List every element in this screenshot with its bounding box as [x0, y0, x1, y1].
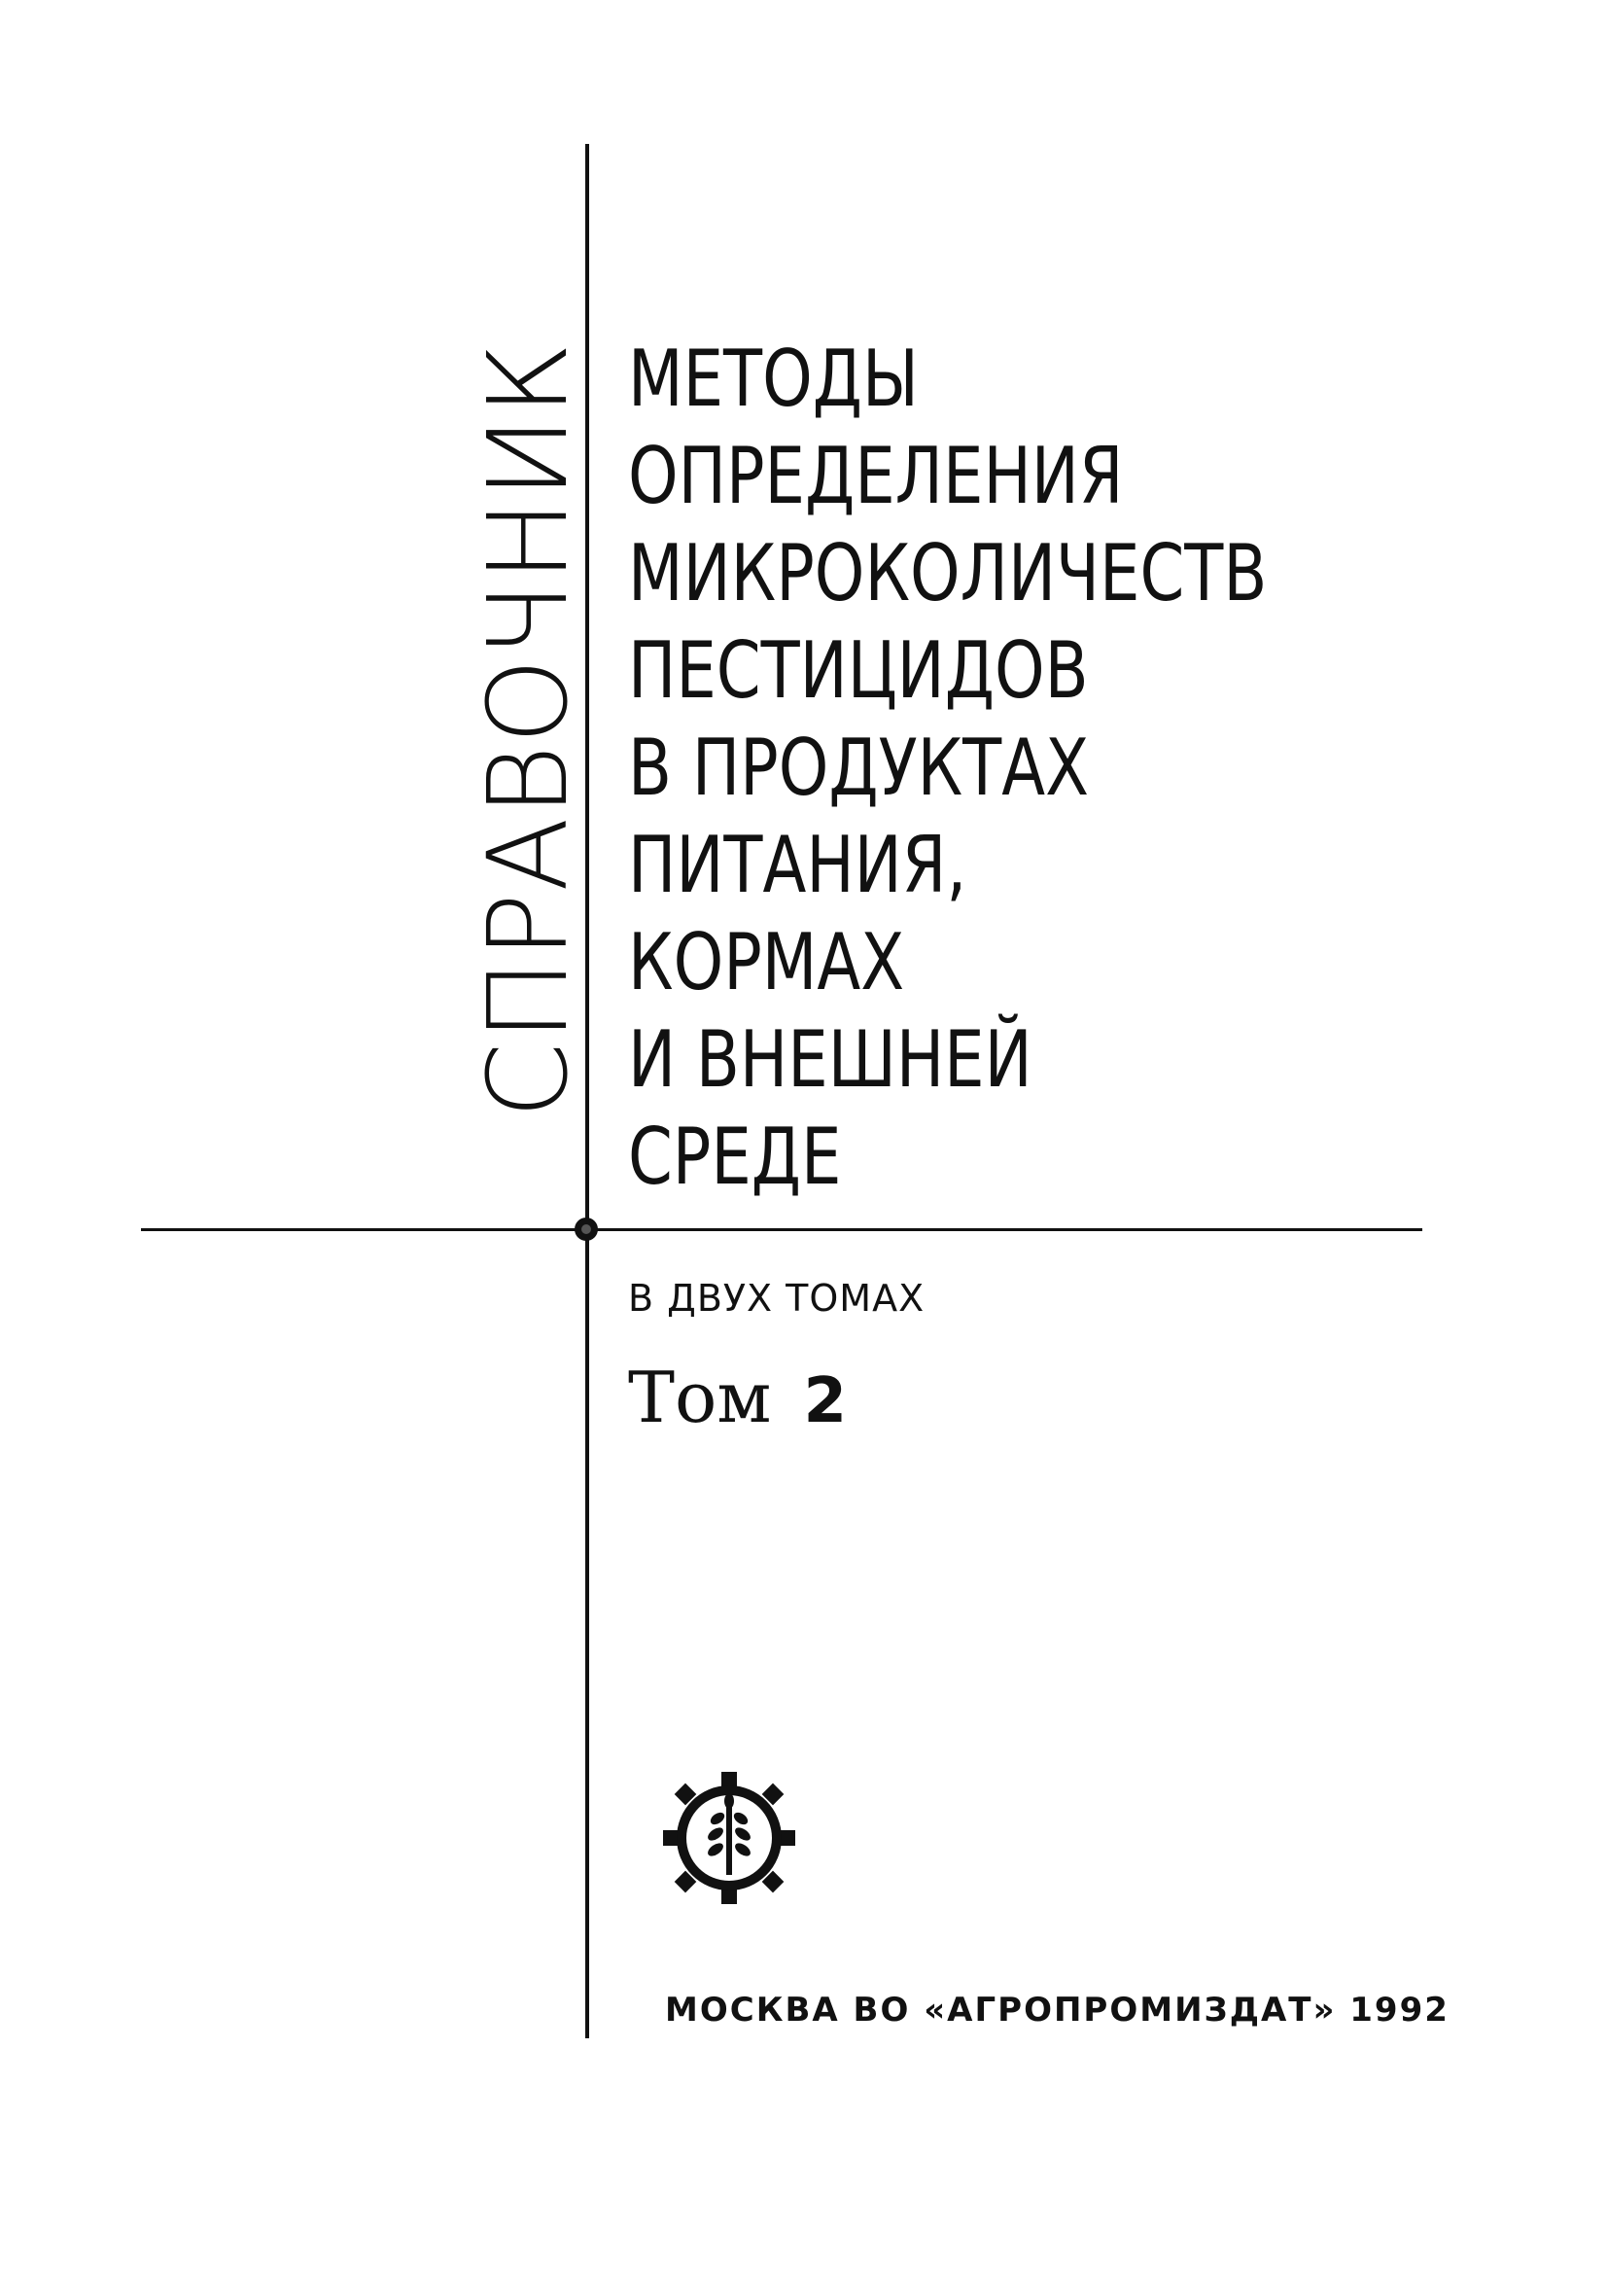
intersection-dot-icon: [575, 1218, 598, 1241]
title-line: ПЕСТИЦИДОВ: [628, 625, 1089, 716]
horizontal-rule: [141, 1228, 1422, 1231]
vertical-rule: [585, 144, 589, 2038]
title-line: И ВНЕШНЕЙ: [628, 1014, 1032, 1105]
volume-line: Том 2: [628, 1357, 847, 1438]
publisher-imprint: МОСКВА ВО «АГРОПРОМИЗДАТ» 1992: [665, 1991, 1450, 2030]
volume-number: 2: [803, 1365, 847, 1437]
book-title: МЕТОДЫ ОПРЕДЕЛЕНИЯ МИКРОКОЛИЧЕСТВ ПЕСТИЦ…: [628, 331, 1267, 1206]
title-line: ОПРЕДЕЛЕНИЯ: [628, 431, 1124, 521]
volumes-note: В ДВУХ ТОМАХ: [628, 1277, 926, 1320]
vertical-title: СПРАВОЧНИК: [466, 340, 592, 1118]
title-line: МЕТОДЫ: [628, 334, 919, 424]
volume-label: Том: [628, 1357, 772, 1438]
publisher-logo-icon: [663, 1772, 795, 1904]
title-line: МИКРОКОЛИЧЕСТВ: [628, 528, 1268, 618]
title-line: КОРМАХ: [628, 917, 905, 1007]
title-line: СРЕДЕ: [628, 1112, 842, 1202]
title-line: В ПРОДУКТАХ: [628, 723, 1090, 813]
title-line: ПИТАНИЯ,: [628, 820, 967, 910]
